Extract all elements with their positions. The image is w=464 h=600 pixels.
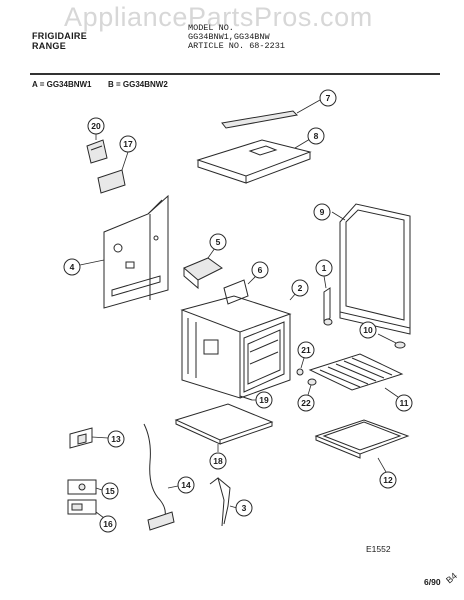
svg-text:21: 21 [301, 345, 311, 355]
svg-text:17: 17 [123, 139, 133, 149]
svg-text:6: 6 [258, 265, 263, 275]
part-8-cooktop-panel [196, 138, 312, 184]
part-10-leg-leveler [377, 333, 406, 349]
part-17-trim-piece [97, 151, 129, 194]
callout-17: 17 [119, 135, 137, 153]
svg-text:3: 3 [242, 503, 247, 513]
callout-9: 9 [313, 203, 331, 221]
callout-19: 19 [255, 391, 273, 409]
callout-15: 15 [101, 482, 119, 500]
svg-text:10: 10 [363, 325, 373, 335]
svg-text:15: 15 [105, 486, 115, 496]
callout-7: 7 [319, 89, 337, 107]
watermark: AppliancePartsPros.com [64, 2, 373, 32]
part-21-clip [296, 357, 305, 376]
part-4-side-panel [79, 194, 169, 309]
svg-text:1: 1 [322, 263, 327, 273]
callout-13: 13 [107, 430, 125, 448]
callout-14: 14 [177, 476, 195, 494]
svg-text:22: 22 [301, 398, 311, 408]
callout-18: 18 [209, 452, 227, 470]
callout-3: 3 [235, 499, 253, 517]
part-18-base-panel [174, 403, 274, 452]
part-6-bracket [223, 274, 258, 305]
svg-text:19: 19 [259, 395, 269, 405]
part-22-spacer [307, 378, 317, 396]
svg-text:18: 18 [213, 456, 223, 466]
part-20-knob [86, 134, 108, 164]
svg-text:12: 12 [383, 475, 393, 485]
svg-text:16: 16 [103, 519, 113, 529]
part-14-power-cord [143, 423, 179, 531]
figure-code: E1552 [366, 544, 391, 554]
part-5-burner [183, 247, 223, 290]
svg-text:5: 5 [216, 237, 221, 247]
model-no-label: MODEL NO. [188, 23, 234, 33]
model-a-label: A = GG34BNW1 [32, 80, 92, 89]
callout-12: 12 [379, 471, 397, 489]
callout-16: 16 [99, 515, 117, 533]
part-3-igniter [209, 477, 238, 527]
callout-6: 6 [251, 261, 269, 279]
part-7-top-trim [221, 99, 321, 129]
article-number: ARTICLE NO. 68-2231 [188, 41, 285, 51]
svg-text:8: 8 [314, 131, 319, 141]
part-1-hinge [323, 275, 333, 326]
part-13-switch [69, 427, 109, 449]
callout-5: 5 [209, 233, 227, 251]
svg-text:14: 14 [181, 480, 191, 490]
part-9-oven-door [331, 203, 411, 335]
date-code: 6/90 [424, 577, 441, 587]
part-15-terminal [67, 479, 103, 495]
callout-21: 21 [297, 341, 315, 359]
header-rule [30, 73, 440, 75]
svg-text:11: 11 [400, 398, 409, 408]
range-label: RANGE [32, 41, 67, 51]
svg-text:7: 7 [326, 93, 331, 103]
callout-8: 8 [307, 127, 325, 145]
model-numbers: GG34BNW1,GG34BNW [188, 32, 270, 42]
svg-text:13: 13 [111, 434, 121, 444]
part-11-oven-rack [308, 353, 404, 398]
callout-11: 11 [395, 394, 413, 412]
svg-text:2: 2 [298, 283, 303, 293]
part-2-oven-body [180, 292, 297, 399]
callout-4: 4 [63, 258, 81, 276]
callout-10: 10 [359, 321, 377, 339]
callout-22: 22 [297, 394, 315, 412]
svg-text:20: 20 [91, 121, 101, 131]
brand-line: FRIGIDAIRE [32, 31, 88, 41]
callout-1: 1 [315, 259, 333, 277]
callout-2: 2 [291, 279, 309, 297]
model-b-label: B = GG34BNW2 [108, 80, 168, 89]
svg-text:4: 4 [70, 262, 75, 272]
part-16-terminal-block [67, 499, 105, 519]
callout-20: 20 [87, 117, 105, 135]
part-12-broiler-pan [314, 419, 410, 473]
svg-text:9: 9 [320, 207, 325, 217]
part-19-screw [239, 395, 258, 401]
